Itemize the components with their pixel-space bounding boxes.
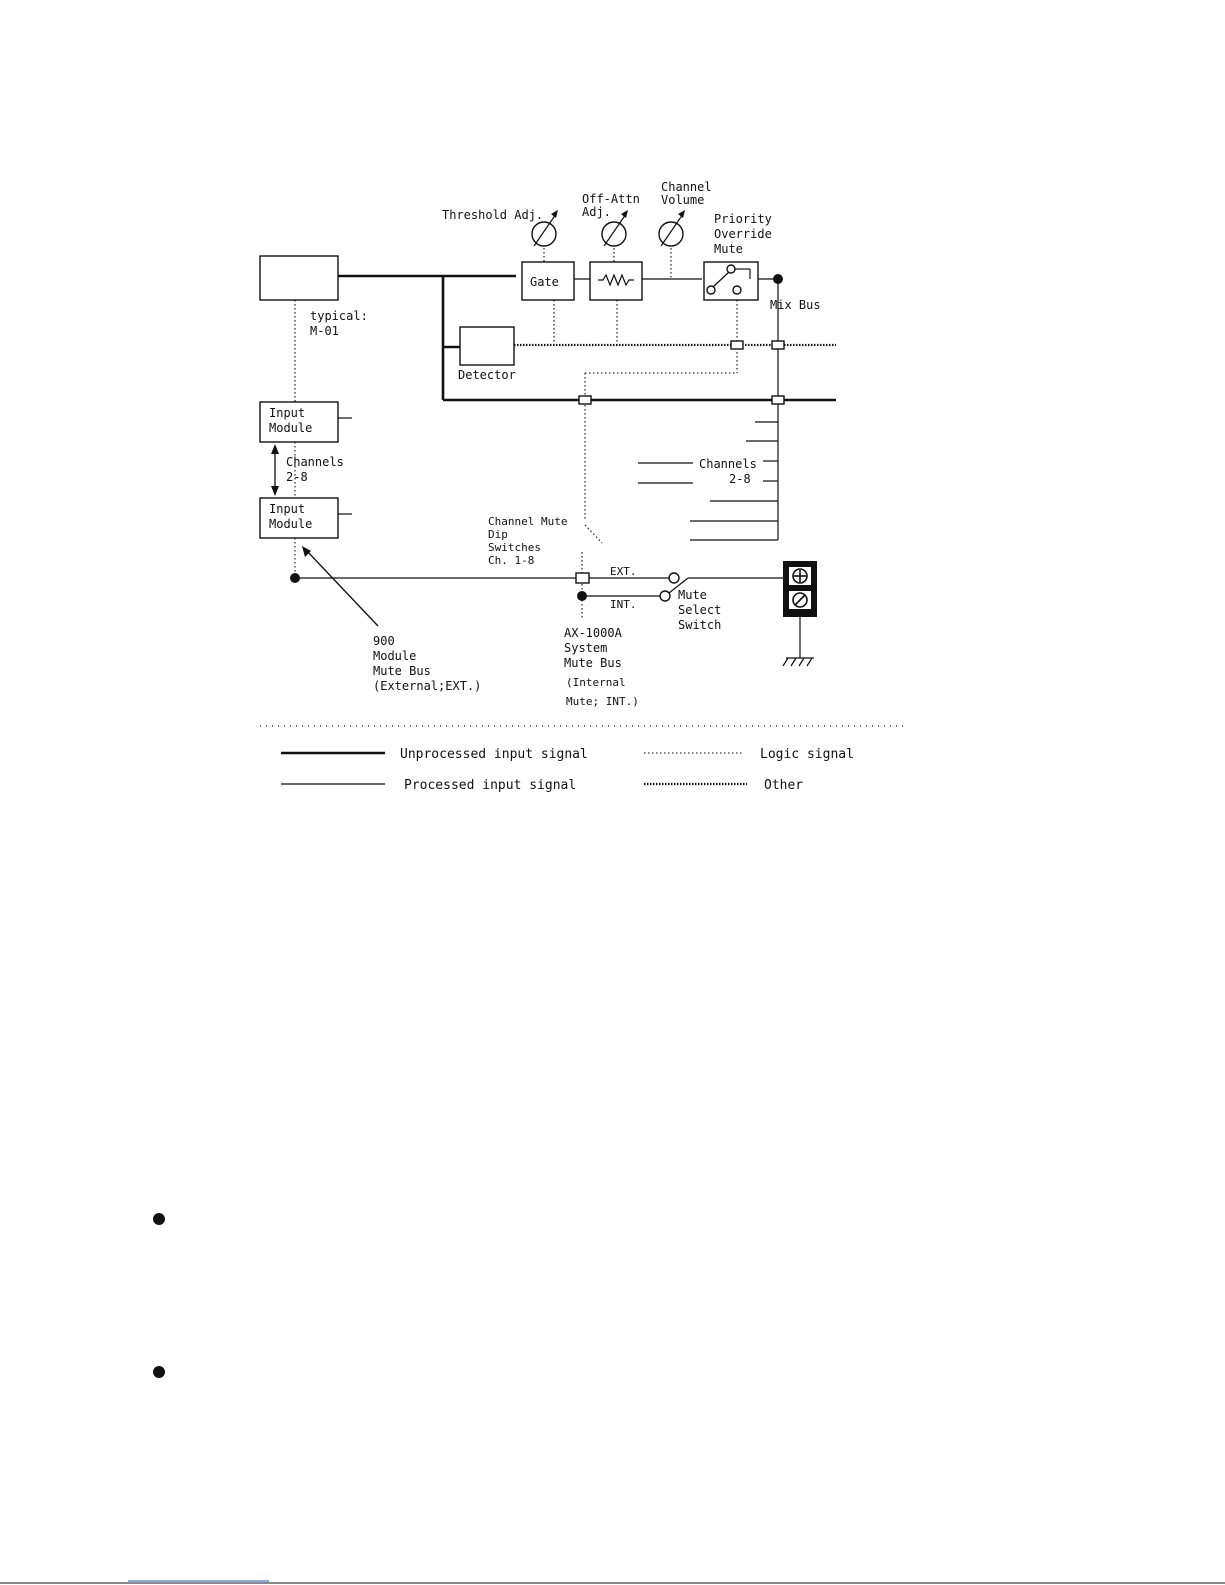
resistor-symbol: [598, 273, 634, 287]
ax-bus-label-line5: Mute; INT.): [566, 695, 639, 708]
ground-hatch-2: [790, 657, 797, 667]
priority-contact-b: [732, 285, 742, 295]
connector-ext-mute: [575, 572, 590, 584]
input-module-b-label-line1: Input: [269, 502, 305, 516]
typical-label-line1: typical:: [310, 309, 368, 323]
typical-label-line2: M-01: [310, 324, 339, 338]
connector-priority-logic: [730, 340, 744, 350]
threshold-adj-label: Threshold Adj.: [442, 208, 543, 222]
legend-processed-label: Processed input signal: [404, 778, 576, 793]
mute-select-label-line2: Select: [678, 603, 721, 617]
int-bus-junction: [577, 591, 587, 601]
legend: Unprocessed input signal Processed input…: [281, 747, 854, 793]
priority-label-line1: Priority: [714, 212, 772, 226]
microphone-box: [259, 255, 339, 301]
module-bus-label-line1: 900: [373, 634, 395, 648]
channels-right-label-line2: 2-8: [729, 472, 751, 486]
off-attn-knob-icon: [601, 210, 628, 247]
channel-volume-label-line1: Channel: [661, 180, 712, 194]
mix-bus-junction: [773, 274, 783, 284]
channel-mute-label-line1: Channel Mute: [488, 515, 567, 528]
channels-left-label-line2: 2-8: [286, 470, 308, 484]
ax-bus-label-line3: Mute Bus: [564, 656, 622, 670]
off-attn-label-line2: Adj.: [582, 205, 611, 219]
channels-left-label-line1: Channels: [286, 455, 344, 469]
module-bus-pointer-arrow: [302, 546, 379, 627]
module-bus-label-line3: Mute Bus: [373, 664, 431, 678]
gate-box: [521, 261, 575, 301]
logic-channel-mute-diag: [584, 524, 603, 544]
int-label: INT.: [610, 598, 637, 611]
detector-box: [459, 326, 515, 366]
mute-select-label-line1: Mute: [678, 588, 707, 602]
gate-label: Gate: [530, 275, 559, 289]
connector-mute-bottom-bus: [578, 395, 592, 405]
ax-bus-label-line1: AX-1000A: [564, 626, 623, 640]
legend-other-label: Other: [764, 778, 803, 793]
channels-right-label-line1: Channels: [699, 457, 757, 471]
ground-hatch-1: [782, 657, 789, 667]
ax-bus-label-line4: (Internal: [566, 676, 626, 689]
ext-label: EXT.: [610, 565, 637, 578]
ext-switch-contact: [668, 572, 680, 584]
ground-hatch-4: [806, 657, 813, 667]
int-switch-contact: [659, 590, 671, 602]
input-module-b-box: [259, 497, 339, 539]
detector-label: Detector: [458, 368, 516, 382]
priority-label-line3: Mute: [714, 242, 743, 256]
legend-unprocessed-label: Unprocessed input signal: [400, 747, 588, 762]
channels-double-arrow: [271, 444, 279, 496]
connector-mixbus-bottom: [771, 395, 785, 405]
module-bus-junction: [290, 573, 300, 583]
input-module-a-label-line1: Input: [269, 406, 305, 420]
bullet-2: [153, 1366, 165, 1378]
off-attn-label-line1: Off-Attn: [582, 192, 640, 206]
mix-bus-label: Mix Bus: [770, 298, 821, 312]
threshold-knob-icon: [531, 210, 558, 247]
ax-bus-label-line2: System: [564, 641, 607, 655]
connector-mixbus-logic: [771, 340, 785, 350]
module-bus-label-line2: Module: [373, 649, 416, 663]
input-module-a-box: [259, 401, 339, 443]
mute-select-label-line3: Switch: [678, 618, 721, 632]
ground-hatch-3: [798, 657, 805, 667]
priority-label-line2: Override: [714, 227, 772, 241]
priority-contact-a: [706, 285, 716, 295]
channel-mute-label-line3: Switches: [488, 541, 541, 554]
priority-contact-c: [726, 264, 736, 274]
channel-volume-label-line2: Volume: [661, 193, 704, 207]
module-bus-label-line4: (External;EXT.): [373, 679, 481, 693]
priority-switch-arm: [712, 271, 730, 288]
legend-logic-label: Logic signal: [760, 747, 854, 762]
volume-knob-icon: [658, 210, 685, 247]
terminal-block-icon: [783, 561, 817, 617]
input-module-b-label-line2: Module: [269, 517, 312, 531]
mute-select-lever: [668, 577, 689, 594]
channel-mute-label-line4: Ch. 1-8: [488, 554, 534, 567]
input-module-a-label-line2: Module: [269, 421, 312, 435]
bullet-1: [153, 1213, 165, 1225]
channel-mute-label-line2: Dip: [488, 528, 508, 541]
